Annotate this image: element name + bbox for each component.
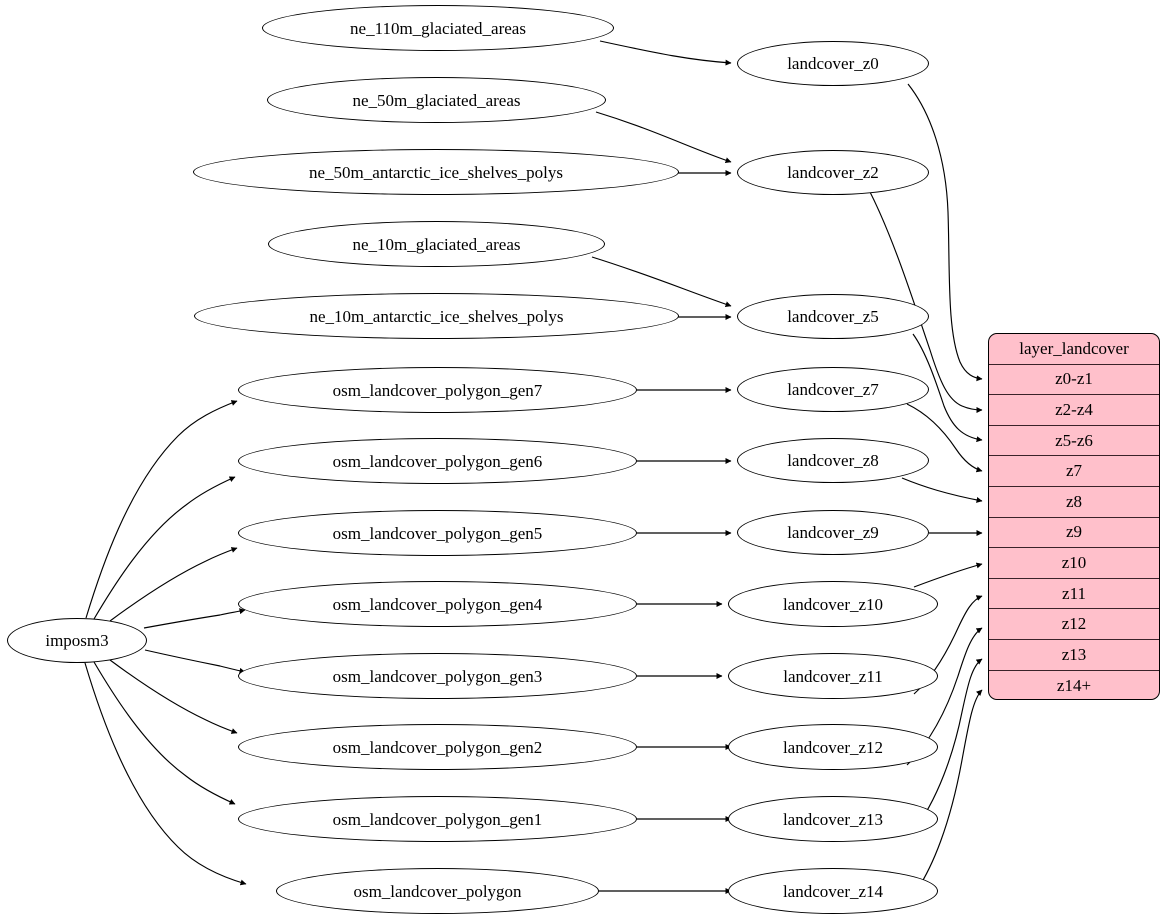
node-label: imposm3 [45,631,109,650]
node-osm-landcover-polygon-gen4[interactable]: osm_landcover_polygon_gen4 [238,581,637,627]
node-label: osm_landcover_polygon_gen7 [332,380,543,400]
node-label: osm_landcover_polygon [353,881,522,901]
node-landcover-z5[interactable]: landcover_z5 [737,294,929,339]
node-label: ne_110m_glaciated_areas [350,18,526,38]
node-label: landcover_z0 [787,54,879,73]
node-label: ne_50m_antarctic_ice_shelves_polys [309,162,563,182]
record-row-z5-z6[interactable]: z5-z6 [989,426,1159,457]
node-landcover-z13[interactable]: landcover_z13 [728,796,938,842]
node-label: landcover_z13 [782,809,884,829]
node-label: osm_landcover_polygon_gen2 [332,737,543,757]
node-label: osm_landcover_polygon_gen6 [332,451,543,471]
node-osm-landcover-polygon-gen7[interactable]: osm_landcover_polygon_gen7 [238,367,637,413]
node-label: landcover_z7 [787,380,879,399]
node-landcover-z2[interactable]: landcover_z2 [737,150,929,195]
node-label: ne_10m_glaciated_areas [352,234,521,254]
node-label: osm_landcover_polygon_gen3 [332,666,543,686]
node-osm-landcover-polygon-gen2[interactable]: osm_landcover_polygon_gen2 [238,724,637,770]
node-osm-landcover-polygon[interactable]: osm_landcover_polygon [276,868,599,914]
node-osm-landcover-polygon-gen1[interactable]: osm_landcover_polygon_gen1 [238,796,637,842]
node-label: landcover_z14 [782,881,884,901]
node-landcover-z0[interactable]: landcover_z0 [737,41,929,86]
node-ne-50m-glaciated-areas[interactable]: ne_50m_glaciated_areas [267,77,606,123]
record-row-z11[interactable]: z11 [989,579,1159,610]
node-osm-landcover-polygon-gen3[interactable]: osm_landcover_polygon_gen3 [238,653,637,699]
node-ne-50m-antarctic-ice-shelves-polys[interactable]: ne_50m_antarctic_ice_shelves_polys [193,149,679,195]
node-label: osm_landcover_polygon_gen5 [332,523,543,543]
node-osm-landcover-polygon-gen6[interactable]: osm_landcover_polygon_gen6 [238,438,637,484]
node-landcover-z11[interactable]: landcover_z11 [728,653,938,699]
node-ne-110m-glaciated-areas[interactable]: ne_110m_glaciated_areas [262,5,614,51]
record-layer-landcover[interactable]: layer_landcover z0-z1 z2-z4 z5-z6 z7 z8 … [988,333,1160,700]
record-row-z2-z4[interactable]: z2-z4 [989,395,1159,426]
node-landcover-z10[interactable]: landcover_z10 [728,581,938,627]
node-ne-10m-antarctic-ice-shelves-polys[interactable]: ne_10m_antarctic_ice_shelves_polys [194,293,679,339]
node-label: ne_50m_glaciated_areas [352,90,521,110]
record-row-z7[interactable]: z7 [989,456,1159,487]
node-landcover-z12[interactable]: landcover_z12 [728,724,938,770]
node-label: osm_landcover_polygon_gen1 [332,809,543,829]
node-label: landcover_z9 [787,523,879,542]
node-label: landcover_z11 [783,666,883,686]
record-row-z14-plus[interactable]: z14+ [1056,675,1092,695]
record-row-z9[interactable]: z9 [989,518,1159,549]
record-row-z13[interactable]: z13 [989,640,1159,671]
node-label: landcover_z10 [782,594,884,614]
node-ne-10m-glaciated-areas[interactable]: ne_10m_glaciated_areas [268,221,605,267]
node-osm-landcover-polygon-gen5[interactable]: osm_landcover_polygon_gen5 [238,510,637,556]
record-row-z8[interactable]: z8 [989,487,1159,518]
node-imposm3[interactable]: imposm3 [7,618,147,663]
node-label: landcover_z12 [782,737,884,757]
node-landcover-z14[interactable]: landcover_z14 [728,868,938,914]
node-label: osm_landcover_polygon_gen4 [332,594,543,614]
node-landcover-z7[interactable]: landcover_z7 [737,367,929,412]
record-header: layer_landcover [989,334,1159,365]
record-row-z0-z1[interactable]: z0-z1 [989,365,1159,396]
node-label: landcover_z2 [787,163,879,182]
node-label: ne_10m_antarctic_ice_shelves_polys [309,306,564,326]
node-label: landcover_z8 [787,451,879,470]
node-landcover-z9[interactable]: landcover_z9 [737,510,929,555]
record-row-z10[interactable]: z10 [989,548,1159,579]
node-label: landcover_z5 [787,307,879,326]
record-row-z12[interactable]: z12 [989,609,1159,640]
node-landcover-z8[interactable]: landcover_z8 [737,438,929,483]
